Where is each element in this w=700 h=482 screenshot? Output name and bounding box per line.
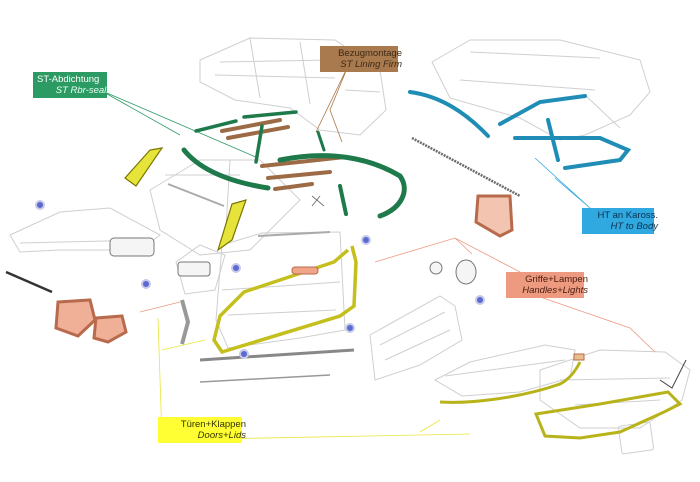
sill-strip [199,374,331,383]
bolt-marker-4 [361,235,371,245]
tail-light-lens-left [54,298,97,338]
bolt-marker-2 [231,263,241,273]
lining-label-bg [320,46,398,72]
bolt-marker-6 [239,349,249,359]
softtop-outline [199,37,387,136]
handles-lights [54,194,585,361]
hardware [5,136,687,389]
handles-label: Griffe+Lampen Handles+Lights [506,272,592,298]
yellow-hood-seal [439,361,582,404]
doors-label-en: Doors+Lids [197,430,246,441]
mirror-base [177,261,211,277]
bumper-light [573,353,585,361]
windshield-frame [411,136,521,198]
lining-strip-4 [266,170,332,180]
blue-seal-1 [408,90,490,138]
hardtop-label-en: HT to Body [610,221,658,232]
lining-leader [315,65,349,143]
gas-cap [455,259,477,285]
hardtop-outline [431,39,651,141]
antenna [659,359,687,389]
hardtop-label: HT an Kaross. HT to Body [582,208,662,234]
license-plate-outline [617,421,655,455]
door-seals [124,147,683,440]
lining-strip-2 [226,125,290,140]
hardtop-label-bg [582,208,654,234]
bolt-marker-7 [475,295,485,305]
screw-clip-1 [311,195,325,207]
blue-seal-4 [546,118,560,162]
inner-door-panel [369,295,463,381]
green-seal-7 [338,184,348,216]
rbr-seals-label: ST-Abdichtung ST Rbr-seals [33,72,115,98]
window-glass-outline [175,244,226,295]
green-seal-4 [181,147,271,191]
handles-label-de: Griffe+Lampen [525,274,588,285]
door-outline [215,231,346,349]
mirror-frame [474,194,514,238]
label-backgrounds [33,46,654,443]
yellow-door-seal [212,245,358,355]
hinge-bracket [180,299,191,345]
lining-label-de: Bezugmontage [338,48,402,59]
lining-strip-1 [220,118,282,133]
bolt-marker-5 [345,323,355,333]
rbr-seals-label-en: ST Rbr-seals [55,85,111,96]
blue-seal-2 [498,94,587,126]
rear-strip [199,348,355,362]
yellow-trunk-seal [533,390,683,440]
lining-label: Bezugmontage ST Lining Firm [320,46,406,72]
lining-strip-5 [273,182,314,191]
left-rocker-strip [5,270,53,294]
hardtop-seals [408,90,632,170]
window-scraper-left [167,183,225,207]
green-seal-2 [242,110,298,119]
green-seal-6 [316,130,326,152]
rbr-leader [99,89,259,159]
hardtop-label-de: HT an Kaross. [597,210,658,221]
window-scraper-right [257,231,331,237]
yellow-seal-a-pillar [124,147,164,187]
hardtop-leader [534,157,591,209]
rbr-seals-label-de: ST-Abdichtung [37,74,100,85]
horn-grille [429,261,443,275]
handles-label-en: Handles+Lights [522,285,588,296]
doors-label-de: Türen+Klappen [180,419,246,430]
doors-label-bg [158,417,242,443]
green-seal-3 [254,124,264,164]
leader-lines [99,65,656,441]
dash-vent [109,237,155,257]
handles-leader [139,237,656,353]
green-seal-1 [194,119,238,133]
doors-label: Türen+Klappen Doors+Lids [158,417,250,443]
bolt-marker-3 [141,279,151,289]
bolt-marker-1 [35,200,45,210]
tail-light-lens-right [92,314,128,344]
hood-outline [433,344,576,397]
lining-strip-3 [260,155,347,168]
bolt-markers [35,200,485,359]
rear-tub-outline [149,159,301,256]
blue-seal-3 [513,136,632,170]
lining-label-en: ST Lining Firm [340,59,402,70]
lining-seals [220,118,347,191]
yellow-seal-b-pillar [216,199,247,252]
door-handle [291,266,319,275]
green-seal-5 [277,153,407,219]
handles-label-bg [506,272,584,298]
rbr-seals [181,110,407,219]
trunk-lid-outline [539,349,691,429]
rbr-label-bg [33,72,107,98]
